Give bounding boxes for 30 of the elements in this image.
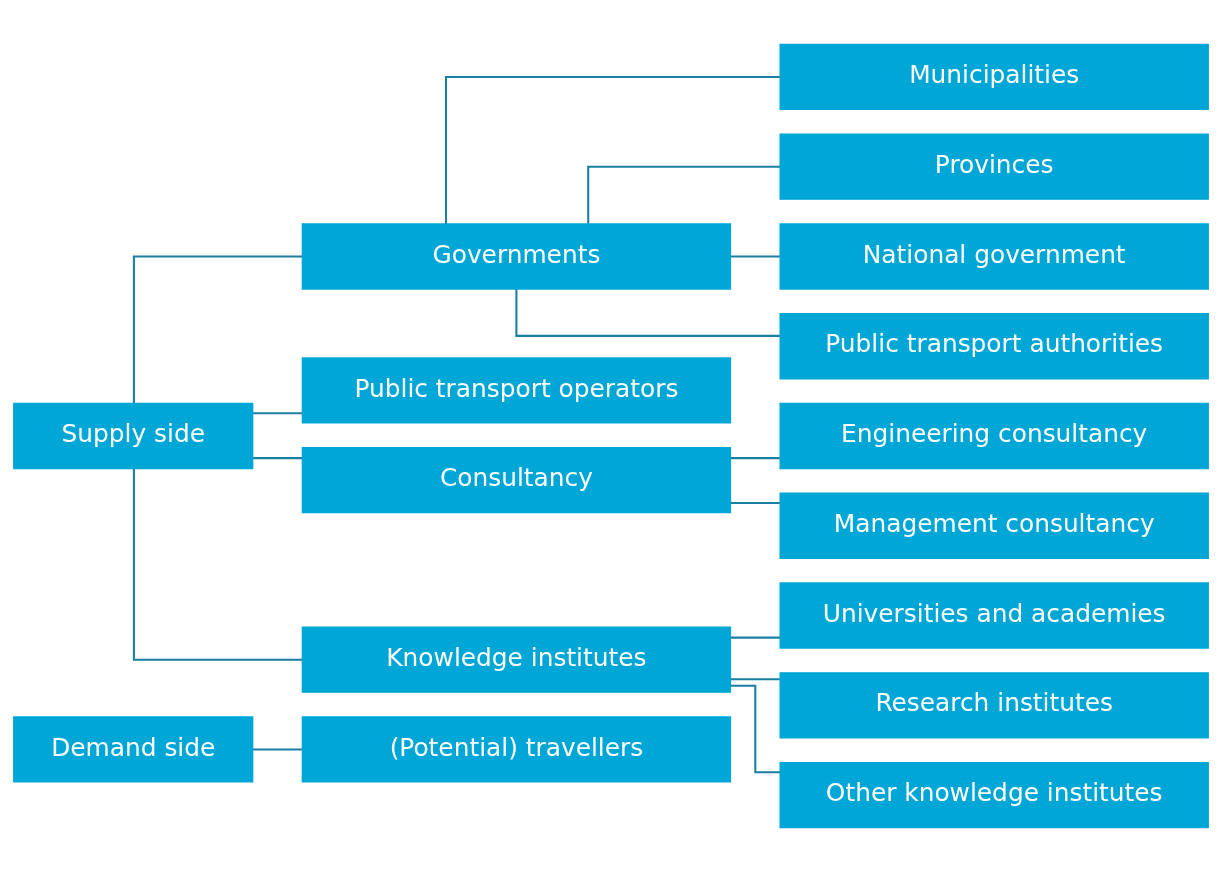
connector xyxy=(132,255,303,404)
node-box: Universities and academies xyxy=(779,582,1209,649)
connector xyxy=(730,501,780,504)
connector xyxy=(515,289,781,337)
connector xyxy=(132,468,303,661)
node-box: Management consultancy xyxy=(779,492,1209,559)
connector xyxy=(252,412,303,415)
connector xyxy=(730,457,780,460)
node-box: Other knowledge institutes xyxy=(779,761,1209,829)
node-box: Public transport authorities xyxy=(779,313,1209,380)
node-box: Public transport operators xyxy=(301,357,732,424)
node-box: Municipalities xyxy=(779,43,1209,111)
node-box: (Potential) travellers xyxy=(301,716,732,783)
node-box: Provinces xyxy=(779,133,1209,200)
node-box: Knowledge institutes xyxy=(301,626,732,693)
connector xyxy=(730,678,780,681)
node-box: Demand side xyxy=(13,716,254,783)
node-box: Supply side xyxy=(13,402,254,470)
node-box: Research institutes xyxy=(779,672,1209,739)
node-box: Consultancy xyxy=(301,447,732,514)
node-box: Engineering consultancy xyxy=(779,402,1209,470)
node-box: Governments xyxy=(301,223,732,290)
connector xyxy=(252,457,303,460)
connector xyxy=(444,75,780,224)
connector xyxy=(730,684,780,774)
connector xyxy=(730,636,780,639)
connector xyxy=(730,255,780,258)
node-box: National government xyxy=(779,223,1209,290)
connector xyxy=(252,748,303,751)
connector xyxy=(587,165,780,224)
